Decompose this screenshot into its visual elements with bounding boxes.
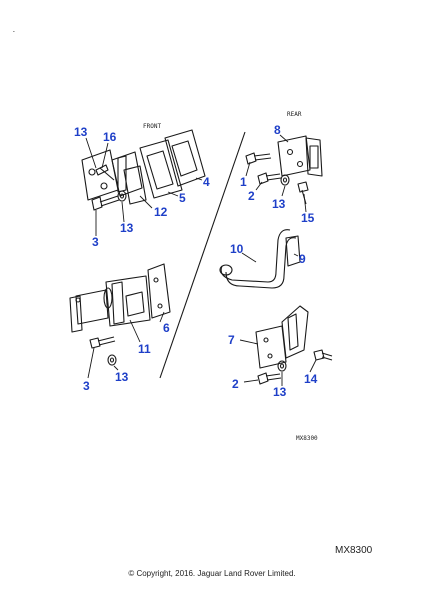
bolt-1-rear-upper xyxy=(245,152,272,165)
callout-10: 10 xyxy=(230,242,244,256)
check-strap-rod xyxy=(219,229,301,289)
bolt-3-front-lower xyxy=(89,336,116,349)
rear-upper-hinge xyxy=(277,135,323,177)
callout-2-a: 2 xyxy=(248,189,255,203)
callout-8: 8 xyxy=(274,123,281,137)
shim-plate-4 xyxy=(164,129,206,187)
callout-11: 11 xyxy=(138,342,151,356)
callout-3-a: 3 xyxy=(92,235,99,249)
washer-13-rear-upper xyxy=(280,174,290,186)
diagram-reference: MX8300 xyxy=(335,545,373,556)
callout-7: 7 xyxy=(228,333,235,347)
bolt-3-front-upper xyxy=(91,195,120,211)
divider-line xyxy=(159,131,246,379)
diagram-ref-small: MX8300 xyxy=(296,435,318,442)
washer-13-front-lower xyxy=(107,354,117,366)
rear-lower-hinge xyxy=(255,305,309,369)
callout-13-b: 13 xyxy=(120,221,134,235)
front-upper-hinge xyxy=(81,149,147,205)
callout-4: 4 xyxy=(203,175,210,189)
callout-13-e: 13 xyxy=(273,385,287,399)
bolt-16 xyxy=(95,164,115,181)
bolt-14 xyxy=(313,349,333,361)
callout-3-b: 3 xyxy=(83,379,90,393)
bolt-2-rear-upper xyxy=(257,172,282,185)
washer-13-rear-lower xyxy=(277,360,287,372)
bolt-15 xyxy=(297,181,309,205)
callout-12: 12 xyxy=(154,205,168,219)
callout-6: 6 xyxy=(163,321,170,335)
callout-13-d: 13 xyxy=(115,370,129,384)
callout-13-c: 13 xyxy=(272,197,286,211)
callout-14: 14 xyxy=(304,372,318,386)
callout-9: 9 xyxy=(299,252,306,266)
callout-2-b: 2 xyxy=(232,377,239,391)
rear-view-label: REAR xyxy=(287,111,302,118)
callout-16: 16 xyxy=(103,130,117,144)
callout-1: 1 xyxy=(240,175,247,189)
front-view-label: FRONT xyxy=(143,123,161,130)
copyright-notice: © Copyright, 2016. Jaguar Land Rover Lim… xyxy=(128,569,296,578)
callout-13-a: 13 xyxy=(74,125,88,139)
bolt-2-rear-lower xyxy=(257,372,282,385)
callout-5: 5 xyxy=(179,191,186,205)
corner-mark: - xyxy=(12,28,16,35)
front-lower-hinge xyxy=(69,275,151,333)
shim-plate-6 xyxy=(147,263,171,319)
shim-plate-5 xyxy=(139,139,183,199)
callout-15: 15 xyxy=(301,211,315,225)
washer-13-front-upper xyxy=(117,190,127,202)
